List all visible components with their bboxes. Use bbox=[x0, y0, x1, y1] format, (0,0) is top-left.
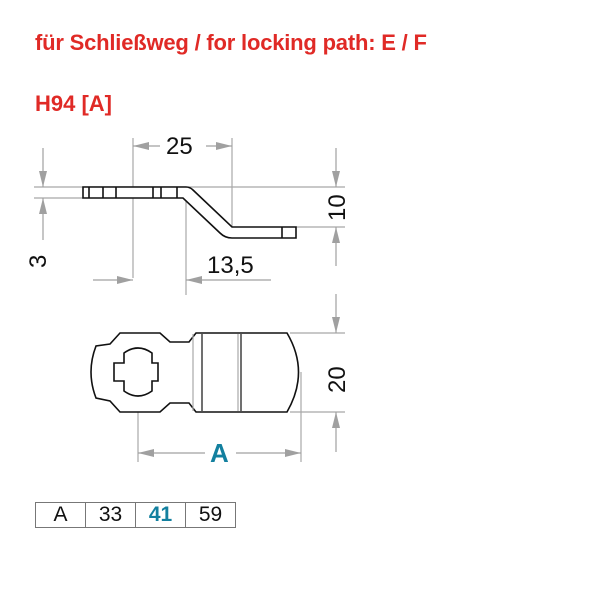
dim-text-3: 3 bbox=[25, 255, 52, 268]
dim-text-20: 20 bbox=[324, 366, 351, 393]
table-value-cell: 33 bbox=[85, 502, 136, 528]
cam-side-profile bbox=[82, 186, 297, 239]
dim-text-13-5: 13,5 bbox=[207, 252, 254, 279]
dimension-table: A 33 41 59 bbox=[35, 502, 236, 528]
top-view: 20 A bbox=[90, 294, 351, 468]
table-value-cell-highlighted: 41 bbox=[135, 502, 186, 528]
dim-text-a: A bbox=[210, 438, 229, 468]
dim-text-10: 10 bbox=[324, 194, 351, 221]
table-label-cell: A bbox=[35, 502, 86, 528]
dim-text-25: 25 bbox=[166, 133, 193, 160]
table-value-cell: 59 bbox=[185, 502, 236, 528]
model-label: H94 [A] bbox=[35, 91, 113, 116]
side-view: 25 13,5 3 10 bbox=[25, 133, 351, 295]
table-row: A 33 41 59 bbox=[35, 502, 236, 528]
page-title: für Schließweg / for locking path: E / F bbox=[35, 30, 427, 55]
keyhole-cutout bbox=[113, 347, 159, 397]
